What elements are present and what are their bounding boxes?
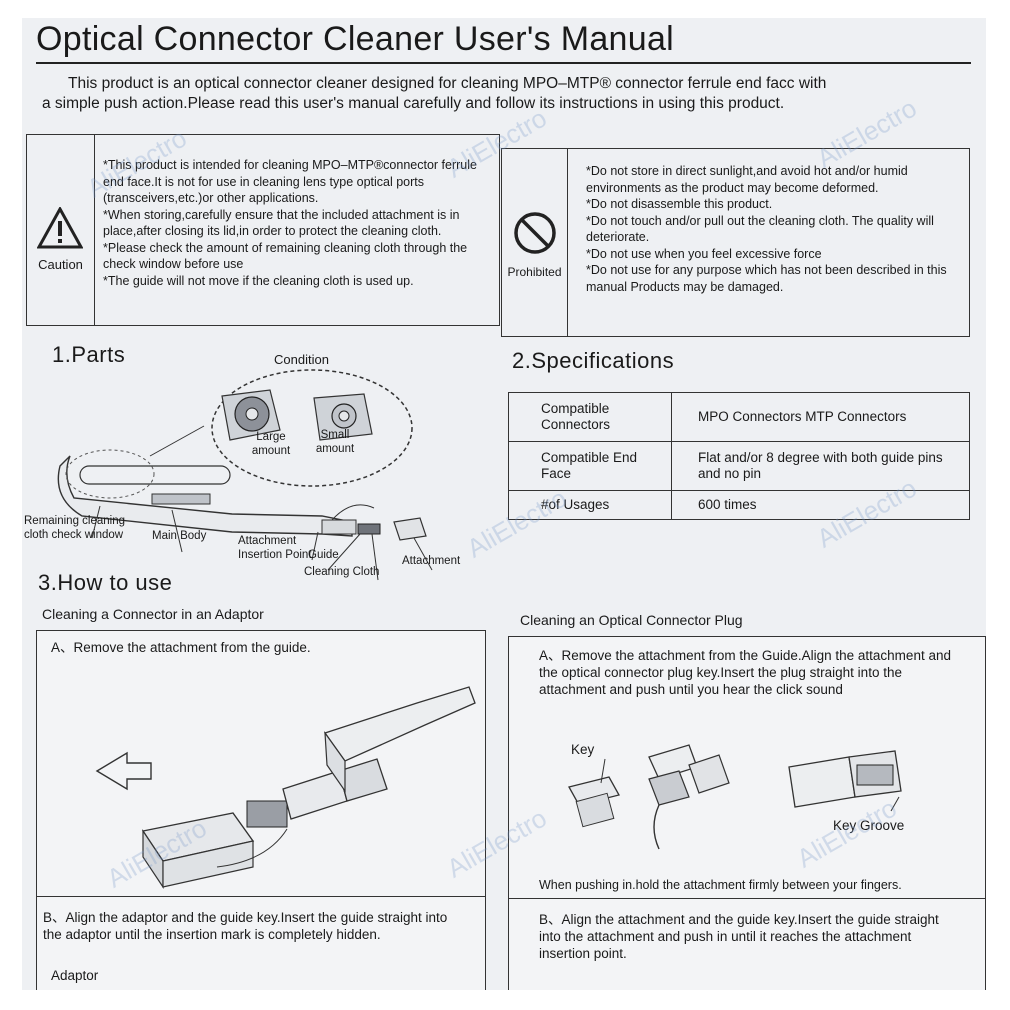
prohibited-note: *Do not touch and/or pull out the cleani… [586,213,934,245]
spec-value: MPO Connectors MTP Connectors [671,391,970,443]
caution-note: *When storing,carefully ensure that the … [103,207,460,239]
caution-note: *The guide will not move if the cleaning… [103,273,414,288]
page-title: Optical Connector Cleaner User's Manual [36,20,675,58]
parts-diagram [57,369,433,581]
intro-line-2: a simple push action.Please read this us… [42,95,785,112]
prohibited-note: *Do not store in direct sunlight,and avo… [586,164,908,195]
caution-icon-cell: Caution [27,135,95,325]
check-window-label: Remaining cleaning cloth check window [24,515,126,541]
large-amount-reel-image [221,389,281,441]
manual-sheet: Optical Connector Cleaner User's Manual … [22,18,986,990]
spec-label: #of Usages [508,490,672,520]
warning-triangle-icon [37,207,83,249]
adaptor-step-a-box: A、Remove the attachment from the guide. [36,630,486,898]
title-underline [36,62,971,64]
key-groove-label: Key Groove [833,818,905,833]
plug-step-a-illustration [568,744,902,850]
specs-table: Compatible Connectors MPO Connectors MTP… [508,391,970,520]
prohibited-note: *Do not use when you feel excessive forc… [586,246,822,261]
plug-step-b-text: B、Align the attachment and the guide key… [539,912,939,961]
large-amount-label: Large amount [251,431,291,457]
attachment-label: Attachment [402,555,461,567]
adaptor-section-title: Cleaning a Connector in an Adaptor [42,606,264,622]
key-label: Key [571,742,595,757]
plug-section-title: Cleaning an Optical Connector Plug [520,612,743,628]
caution-notes: *This product is intended for cleaning M… [103,157,495,289]
pushing-note: When pushing in.hold the attachment firm… [539,878,902,892]
adaptor-step-b-box: B、Align the adaptor and the guide key.In… [36,896,486,990]
spec-label: Compatible End Face [508,441,672,492]
parts-heading: 1.Parts [52,342,126,367]
spec-row: Compatible Connectors MPO Connectors MTP… [508,391,970,443]
prohibited-notes: *Do not store in direct sunlight,and avo… [586,163,962,295]
caution-note: *Please check the amount of remaining cl… [103,240,468,272]
intro-paragraph: This product is an optical connector cle… [42,74,972,114]
caution-label: Caution [38,257,83,272]
small-amount-label: Small amount [315,429,355,455]
condition-label: Condition [274,352,329,367]
prohibited-note: *Do not use for any purpose which has no… [586,263,947,294]
adaptor-step-a-text: A、Remove the attachment from the guide. [51,640,311,655]
spec-row: #of Usages 600 times [508,490,970,520]
spec-value: 600 times [671,490,970,520]
insertion-point-label: Attachment Insertion Point [238,535,312,561]
specs-heading: 2.Specifications [512,348,675,373]
prohibited-icon-cell: Prohibited [502,149,568,336]
spec-value: Flat and/or 8 degree with both guide pin… [671,441,970,492]
plug-step-a-text: A、Remove the attachment from the Guide.A… [539,648,951,697]
howto-heading: 3.How to use [38,570,173,595]
spec-label: Compatible Connectors [508,391,672,443]
adaptor-label: Adaptor [51,968,99,983]
caution-box: Caution *This product is intended for cl… [26,134,500,326]
adaptor-step-b-text: B、Align the adaptor and the guide key.In… [43,910,448,942]
plug-step-a-box: A、Remove the attachment from the Guide.A… [508,636,986,900]
intro-line-1: This product is an optical connector cle… [68,75,827,92]
caution-note: *This product is intended for cleaning M… [103,158,477,205]
prohibited-note: *Do not disassemble this product. [586,197,773,211]
plug-step-b-box: B、Align the attachment and the guide key… [508,898,986,990]
prohibited-label: Prohibited [507,265,562,279]
main-body-label: Main Body [152,530,207,542]
adaptor-step-a-illustration [95,686,476,889]
spec-row: Compatible End Face Flat and/or 8 degree… [508,441,970,492]
guide-label: Guide [308,549,339,561]
small-amount-reel-image [313,393,373,441]
prohibited-box: Prohibited *Do not store in direct sunli… [501,148,970,337]
cleaning-cloth-label: Cleaning Cloth [304,566,380,578]
prohibited-icon [514,212,556,254]
cleaner-body-drawing [57,425,427,541]
